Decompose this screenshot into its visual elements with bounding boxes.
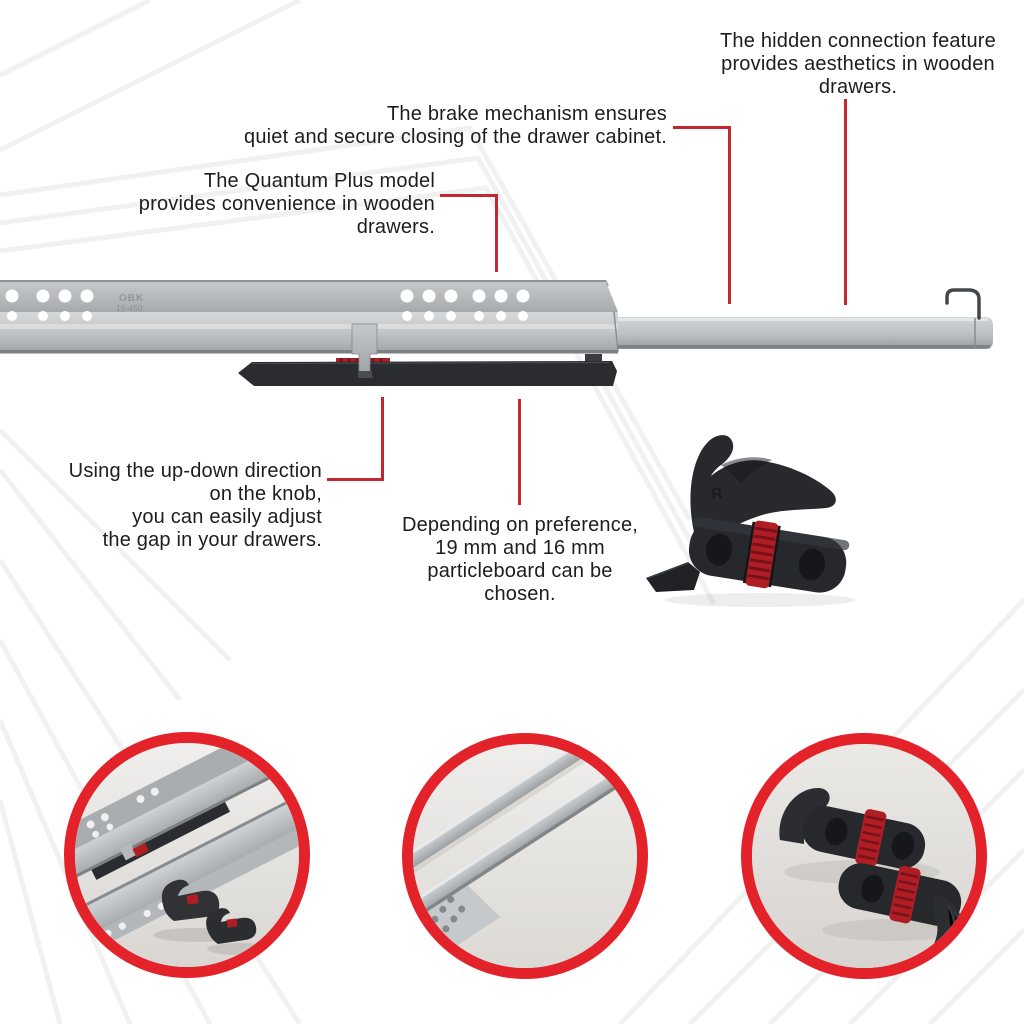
brand-stamp-logo: OBK xyxy=(119,293,144,304)
callout-line-quantum-v xyxy=(495,194,498,272)
annotation-text-line: 19 mm and 16 mm xyxy=(435,537,605,559)
callout-line-hidden-connection xyxy=(844,99,847,305)
callout-line-particleboard xyxy=(518,399,521,505)
bracket-hook-arm xyxy=(690,435,836,542)
outer-rail: OBK 19-450 xyxy=(0,280,619,378)
rail-end-hook xyxy=(945,288,981,320)
mounting-holes xyxy=(5,289,530,321)
inset-circle-slides-with-clips xyxy=(64,732,310,978)
bracket-marking-r: R xyxy=(711,485,724,503)
inner-rail xyxy=(590,288,993,349)
inset1-clips xyxy=(161,879,257,944)
callout-line-knob-h xyxy=(327,478,384,481)
annotation-text-line: The Quantum Plus model xyxy=(203,170,435,192)
callout-line-knob-v xyxy=(381,397,384,481)
inset3-clip-right xyxy=(838,863,963,956)
brand-stamp: OBK 19-450 xyxy=(116,293,144,313)
latch-tab xyxy=(351,323,378,378)
callout-line-brake-v xyxy=(728,126,731,304)
annotation-particleboard: Depending on preference, 19 mm and 16 mm… xyxy=(385,514,655,606)
undermount-strip xyxy=(238,354,617,386)
annotation-text-line: provides convenience in wooden xyxy=(138,193,435,215)
annotation-text-line: on the knob, xyxy=(209,483,322,505)
connection-bracket: R xyxy=(646,435,855,607)
bracket-body xyxy=(688,517,850,593)
bracket-foot xyxy=(646,562,700,592)
annotation-text-line: provides aesthetics in wooden xyxy=(721,53,995,75)
annotation-text-line: particleboard can be xyxy=(427,560,613,582)
annotation-text-line: you can easily adjust xyxy=(132,506,322,528)
annotation-text-line: Using the up-down direction xyxy=(68,460,322,482)
inset3-clip-left xyxy=(779,788,926,869)
annotation-knob-adjust: Using the up-down direction on the knob,… xyxy=(40,460,322,552)
inset-circle-rails-hooks xyxy=(402,733,648,979)
annotation-text-line: Depending on preference, xyxy=(401,514,639,536)
inset-photo-clip-pair xyxy=(752,744,976,968)
brand-stamp-model: 19-450 xyxy=(116,303,143,313)
callout-line-quantum-h xyxy=(440,194,498,197)
annotation-hidden-connection: The hidden connection feature provides a… xyxy=(691,30,1024,99)
callout-line-brake-h xyxy=(673,126,731,129)
annotation-text-line: The hidden connection feature xyxy=(720,30,996,52)
annotation-text-line: the gap in your drawers. xyxy=(102,529,322,551)
annotation-text-line: quiet and secure closing of the drawer c… xyxy=(244,126,667,148)
annotation-brake: The brake mechanism ensures quiet and se… xyxy=(215,103,667,149)
annotation-text-line: drawers. xyxy=(356,216,435,238)
annotation-quantum-plus: The Quantum Plus model provides convenie… xyxy=(118,170,435,239)
annotation-text-line: chosen. xyxy=(484,583,556,605)
inset-photo-rails-hooks xyxy=(413,744,637,968)
annotation-text-line: drawers. xyxy=(818,76,898,98)
inset-photo-slides-clips xyxy=(75,743,299,967)
inset-circle-clip-pair xyxy=(741,733,987,979)
annotation-text-line: The brake mechanism ensures xyxy=(387,103,667,125)
